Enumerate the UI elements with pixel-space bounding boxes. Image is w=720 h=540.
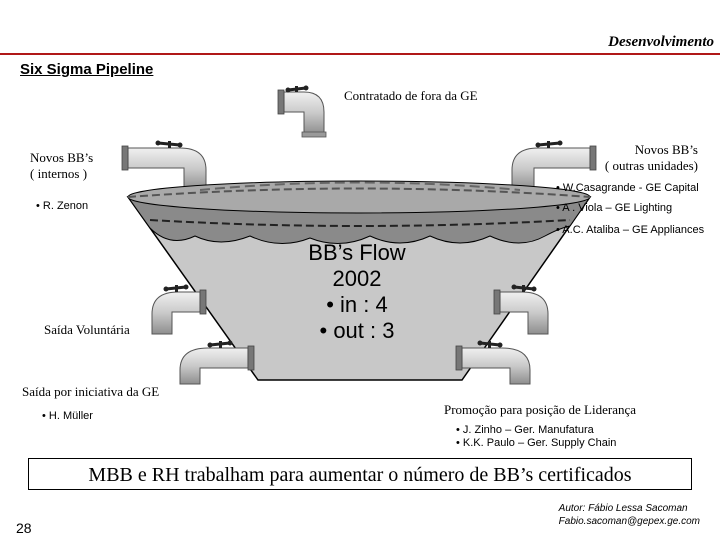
faucet-other-units-icon (511, 140, 597, 191)
faucet-internal-icon (121, 140, 207, 191)
faucet-voluntary-icon (151, 284, 207, 335)
tank-title: BB’s Flow (308, 240, 406, 265)
header-rule (0, 53, 720, 55)
author-name: Autor: Fábio Lessa Sacoman (558, 503, 688, 514)
internal-bb-label: Novos BB’s ( internos ) (30, 150, 94, 181)
faucet-promotion-1-icon (493, 284, 549, 335)
section-header: Desenvolvimento (608, 34, 714, 50)
promotion-person: • K.K. Paulo – Ger. Supply Chain (456, 437, 617, 449)
tank-flow-text: BB’s Flow 2002 • in : 4 • out : 3 (282, 240, 432, 344)
tank-in: • in : 4 (326, 292, 388, 317)
promotion-label: Promoção para posição de Liderança (444, 402, 637, 417)
ge-initiative-exit-label: Saída por iniciativa da GE (22, 384, 160, 399)
tank-out: • out : 3 (319, 318, 395, 343)
author-credit: Autor: Fábio Lessa Sacoman Fabio.sacoman… (559, 502, 700, 528)
tank (126, 180, 592, 381)
tank-year: 2002 (332, 266, 382, 291)
ge-initiative-person: • H. Müller (42, 410, 93, 422)
other-units-person: • W.Casagrande - GE Capital (556, 182, 699, 194)
page-number: 28 (16, 520, 32, 536)
promotion-person: • J. Zinho – Ger. Manufatura (456, 424, 594, 436)
other-units-bb-label: Novos BB’s ( outras unidades) (604, 142, 698, 173)
summary-banner: MBB e RH trabalham para aumentar o númer… (28, 458, 692, 490)
faucet-promotion-2-icon (455, 340, 531, 385)
outside-hire-label: Contratado de fora da GE (344, 88, 478, 103)
voluntary-exit-label: Saída Voluntária (44, 322, 130, 337)
faucet-outside-icon (277, 85, 327, 138)
internal-bb-person: • R. Zenon (36, 200, 89, 212)
other-units-person: • A . Viola – GE Lighting (556, 202, 673, 214)
slide-title: Six Sigma Pipeline (20, 61, 154, 78)
faucet-ge-initiative-icon (179, 340, 255, 385)
author-email: Fabio.sacoman@gepex.ge.com (558, 516, 700, 527)
other-units-person: • A.C. Ataliba – GE Appliances (556, 224, 705, 236)
